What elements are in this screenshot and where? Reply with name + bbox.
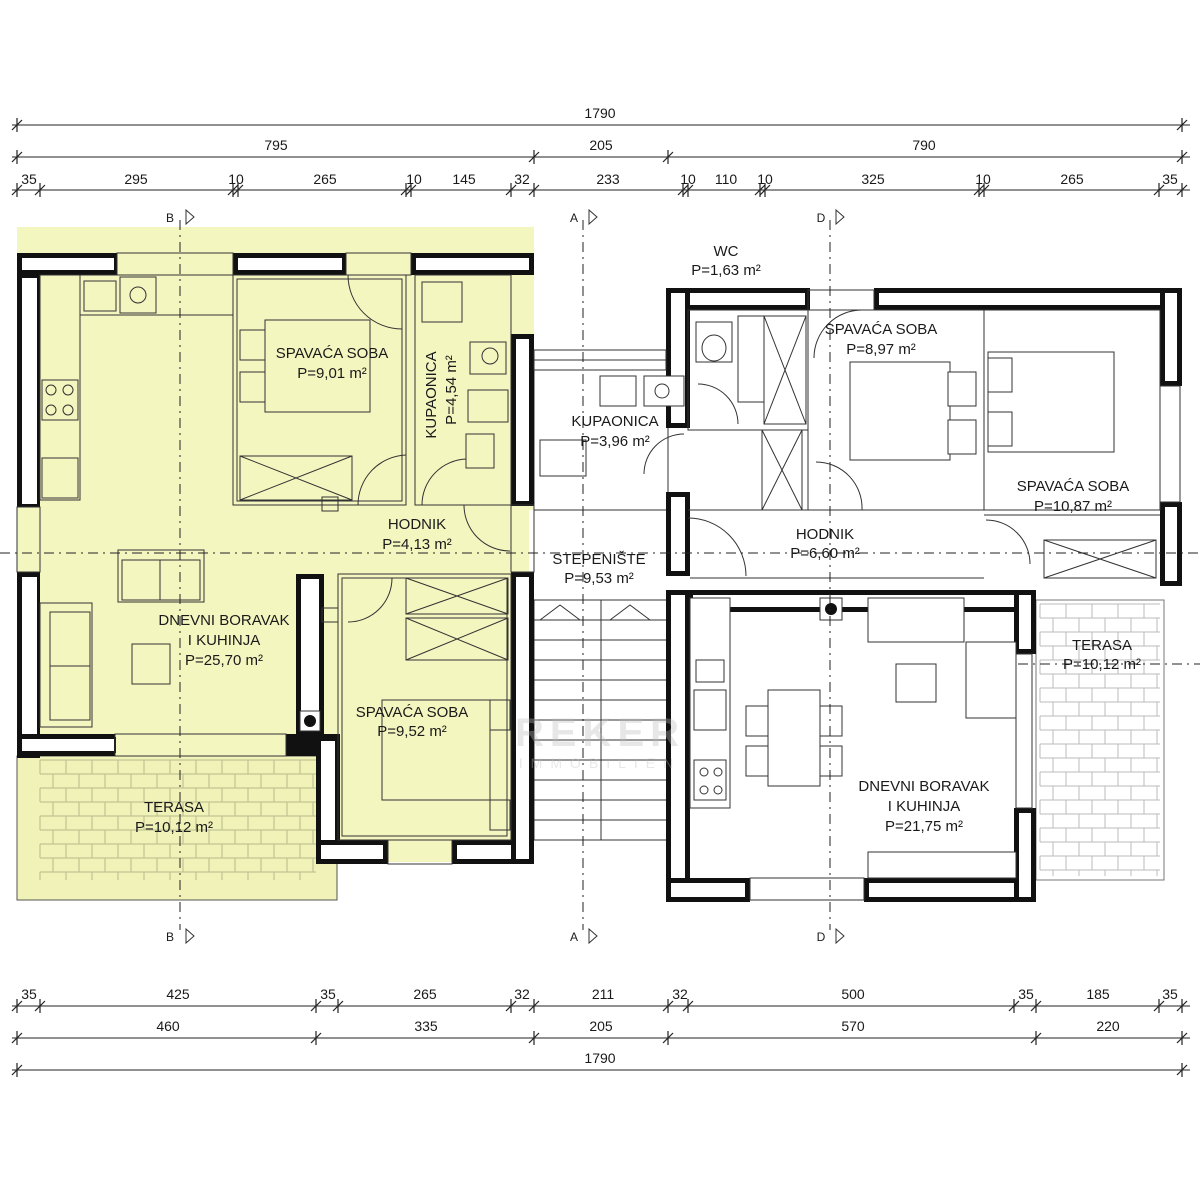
- dim-bot-mid-3: 205: [589, 1018, 613, 1034]
- room-hall-l-name: HODNIK: [388, 516, 446, 533]
- watermark-subtitle: IMMOBILIEN: [519, 755, 681, 771]
- dim-top-d-12: 325: [861, 171, 885, 187]
- dim-bot-d-9: 35: [1018, 986, 1034, 1002]
- dim-top-d-3: 10: [228, 171, 244, 187]
- terrace-right-tiles: [1039, 603, 1160, 876]
- dim-bot-d-7: 32: [672, 986, 688, 1002]
- room-bed-rr-area: P=10,87 m²: [1034, 498, 1112, 515]
- watermark-logo: REKER: [515, 711, 685, 755]
- top-dimensions: 1790 795 205 790 35 295 10 265 10 145 32…: [11, 105, 1190, 197]
- dim-top-d-10: 110: [715, 171, 738, 187]
- room-stairs-name: STEPENIŠTE: [552, 551, 645, 568]
- room-stairs-area: P=9,53 m²: [564, 570, 634, 587]
- dim-top-d-13: 10: [975, 171, 991, 187]
- dim-bot-mid-4: 570: [841, 1018, 865, 1034]
- room-hall-l-area: P=4,13 m²: [382, 536, 452, 553]
- terrace-left-tiles: [39, 759, 316, 880]
- dim-top-d-2: 295: [124, 171, 148, 187]
- walls: [17, 253, 1182, 902]
- room-living-l-area: P=25,70 m²: [185, 652, 263, 669]
- room-bed-bl-area: P=9,52 m²: [377, 723, 447, 740]
- room-bath-l-name: KUPAONICA: [423, 351, 440, 438]
- dim-top-d-9: 10: [680, 171, 696, 187]
- left-unit: [16, 227, 534, 901]
- dim-top-d-5: 10: [406, 171, 422, 187]
- dim-bot-d-5: 32: [514, 986, 530, 1002]
- dim-top-d-14: 265: [1060, 171, 1084, 187]
- room-bed-tl-name: SPAVAĆA SOBA: [276, 345, 389, 362]
- room-bath-c-name: KUPAONICA: [571, 413, 658, 430]
- dim-top-d-11: 10: [757, 171, 773, 187]
- dim-bot-d-4: 265: [413, 986, 437, 1002]
- dim-bot-d-8: 500: [841, 986, 865, 1002]
- left-unit-floor: [17, 227, 534, 900]
- dim-top-mid-1: 795: [264, 137, 288, 153]
- room-wc-area: P=1,63 m²: [691, 262, 761, 279]
- dim-bot-total: 1790: [584, 1050, 615, 1066]
- dim-top-d-8: 233: [596, 171, 620, 187]
- room-hall-r-name: HODNIK: [796, 526, 854, 543]
- dim-top-d-6: 145: [452, 171, 476, 187]
- dim-top-d-15: 35: [1162, 171, 1178, 187]
- dim-top-d-4: 265: [313, 171, 337, 187]
- room-labels: WC P=1,63 m² SPAVAĆA SOBA P=9,01 m² KUPA…: [135, 243, 1141, 836]
- dim-bot-d-6: 211: [592, 986, 615, 1002]
- section-b-bottom: B: [166, 930, 174, 944]
- terrace-right-floor: [1035, 599, 1165, 881]
- dim-bot-mid-5: 220: [1096, 1018, 1120, 1034]
- room-living-r-name1: DNEVNI BORAVAK: [858, 778, 989, 795]
- room-hall-r-area: P=6,60 m²: [790, 545, 860, 562]
- watermark: REKER IMMOBILIEN: [515, 711, 685, 771]
- room-bed-bl-name: SPAVAĆA SOBA: [356, 704, 469, 721]
- dim-top-mid-3: 790: [912, 137, 936, 153]
- section-d-top: D: [817, 211, 826, 225]
- dim-top-total: 1790: [584, 105, 615, 121]
- room-living-l-name1: DNEVNI BORAVAK: [158, 612, 289, 629]
- bottom-dimensions: 35 425 35 265 32 211 32 500 35 185 35 46…: [11, 986, 1190, 1077]
- room-living-r-name2: I KUHINJA: [888, 798, 961, 815]
- furniture: [39, 274, 1157, 879]
- partitions: [16, 252, 1181, 901]
- dim-bot-d-11: 35: [1162, 986, 1178, 1002]
- dim-bot-d-10: 185: [1086, 986, 1110, 1002]
- room-terrace-l-name: TERASA: [144, 799, 204, 816]
- section-d-bottom: D: [817, 930, 826, 944]
- room-bed-rr-name: SPAVAĆA SOBA: [1017, 478, 1130, 495]
- doors: [347, 274, 1031, 623]
- room-living-r-area: P=21,75 m²: [885, 818, 963, 835]
- dim-top-mid-2: 205: [589, 137, 613, 153]
- dim-bot-mid-1: 460: [156, 1018, 180, 1034]
- dim-bot-mid-2: 335: [414, 1018, 438, 1034]
- room-wc-name: WC: [714, 243, 739, 260]
- dim-bot-d-1: 35: [21, 986, 37, 1002]
- terrace-left-floor: [16, 755, 338, 901]
- room-bed-tr-area: P=8,97 m²: [846, 341, 916, 358]
- room-bath-l-area: P=4,54 m²: [443, 355, 460, 425]
- section-b-top: B: [166, 211, 174, 225]
- section-a-top: A: [570, 211, 578, 225]
- dim-top-d-1: 35: [21, 171, 37, 187]
- section-lines: B A D B A D: [0, 208, 1200, 945]
- room-terrace-r-area: P=10,12 m²: [1063, 656, 1141, 673]
- room-terrace-r-name: TERASA: [1072, 637, 1132, 654]
- section-a-bottom: A: [570, 930, 578, 944]
- dim-bot-d-2: 425: [166, 986, 190, 1002]
- room-bed-tl-area: P=9,01 m²: [297, 365, 367, 382]
- room-living-l-name2: I KUHINJA: [188, 632, 261, 649]
- room-terrace-l-area: P=10,12 m²: [135, 819, 213, 836]
- dim-bot-d-3: 35: [320, 986, 336, 1002]
- room-bath-c-area: P=3,96 m²: [580, 433, 650, 450]
- room-bed-tr-name: SPAVAĆA SOBA: [825, 321, 938, 338]
- dim-top-d-7: 32: [514, 171, 530, 187]
- right-terrace: [1035, 599, 1165, 881]
